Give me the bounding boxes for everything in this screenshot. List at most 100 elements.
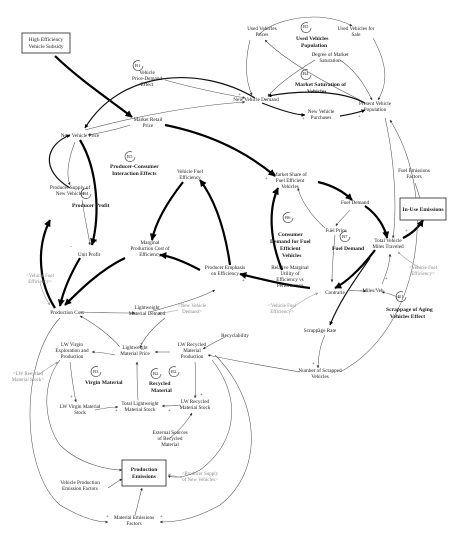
- svg-text:Vehicle Subsidy: Vehicle Subsidy: [29, 44, 64, 50]
- polarity-sign: -: [360, 289, 362, 294]
- svg-text:R2: R2: [171, 369, 177, 374]
- link-fuelprice-share: [297, 187, 326, 229]
- link-scrapped-recycled: [207, 354, 301, 373]
- svg-text:In-Use Emissions: In-Use Emissions: [402, 207, 444, 213]
- box-production-emissions: Production Emissions: [121, 459, 167, 487]
- svg-text:Vehicles: Vehicles: [307, 89, 327, 95]
- links: [29, 16, 424, 524]
- var-scrappage-rate: Scrappage Rate: [304, 328, 337, 334]
- link-lwprice-production: [79, 315, 121, 348]
- polarity-sign: +: [238, 93, 241, 98]
- link-contrarie-emphasis: [239, 272, 311, 290]
- box-in-use-emissions: In-Use Emissions: [399, 197, 447, 221]
- loop-b7: B7 Fuel Demand: [332, 231, 365, 252]
- link-recycledstock-total: [161, 404, 181, 408]
- link-subsidy-retail: [54, 55, 133, 118]
- link-lwprice-loop-top: [149, 289, 216, 313]
- polarity-sign: +: [312, 362, 315, 367]
- link-population-vmt: [384, 117, 396, 239]
- link-production-loop: [39, 219, 56, 309]
- loop-b5: B5 Used Vehicles Population: [296, 22, 329, 49]
- svg-text:Interaction Effects: Interaction Effects: [112, 171, 157, 177]
- polarity-sign: +: [345, 197, 348, 202]
- link-vpef-production: [107, 478, 123, 489]
- link-unitprofit-production: [57, 257, 81, 307]
- svg-text:Vehicles: Vehicles: [282, 253, 302, 259]
- svg-text:Efficient: Efficient: [280, 246, 301, 252]
- link-virgin-b3-loop: [46, 359, 123, 472]
- var-new-vehicle-demand: New Vehicle Demand: [233, 97, 279, 103]
- loop-b6: B6 Consumer Demand for Fuel Efficient Ve…: [270, 212, 311, 259]
- link-production-material-loop: [29, 317, 109, 524]
- link-ghost-vfe-left: [39, 282, 51, 306]
- link-price-supply: [67, 141, 76, 186]
- svg-text:Material: Material: [151, 388, 172, 394]
- link-recyclability-recycled: [202, 336, 226, 350]
- link-production-lwdemand: [79, 311, 136, 315]
- link-share-fueldemand: [317, 180, 353, 201]
- link-mpc-production: [64, 257, 126, 306]
- link-virginstock-total: [94, 405, 119, 411]
- svg-text:Virgin Material: Virgin Material: [85, 380, 123, 386]
- link-vmt-contrarie: [334, 249, 376, 289]
- link-usedprice-used-loop: [257, 16, 353, 37]
- link-fueldemand-vmt: [364, 205, 390, 239]
- polarity-sign: +: [302, 117, 305, 122]
- link-usedprice-demand: [246, 39, 253, 96]
- link-demand-purchases: [261, 102, 306, 117]
- var-fuel-demand: Fuel Demand: [341, 200, 369, 206]
- link-ghost-lw-recycled: [37, 361, 59, 376]
- svg-text:B4: B4: [83, 191, 89, 196]
- svg-text:Producer Profit: Producer Profit: [72, 203, 110, 209]
- loop-b1: B1: [132, 60, 144, 71]
- polarity-sign: +: [168, 409, 171, 414]
- loop-r2: R2: [168, 366, 180, 377]
- svg-text:Scrappage of Aging: Scrappage of Aging: [386, 307, 433, 313]
- polarity-sign: +: [58, 299, 61, 304]
- polarity-sign: +: [70, 395, 73, 400]
- polarity-sign: +: [115, 409, 118, 414]
- svg-text:Vehicles Effect: Vehicles Effect: [390, 314, 425, 320]
- loop-b4: B4 Producer Profit: [72, 188, 110, 209]
- link-lwprice-virgin: [91, 350, 116, 356]
- polarity-sign: +: [405, 229, 408, 234]
- svg-text:Emissions: Emissions: [132, 474, 157, 480]
- polarity-sign: -: [318, 327, 320, 332]
- link-supply-unitprofit: [81, 199, 91, 246]
- box-subsidy: High Efficiency Vehicle Subsidy: [21, 32, 71, 54]
- svg-text:B6: B6: [285, 215, 291, 220]
- link-emphasis-vfe: [199, 179, 232, 266]
- link-ghost-vfe-right: [397, 251, 421, 269]
- polarity-sign: -: [330, 227, 332, 232]
- polarity-sign: +: [140, 342, 143, 347]
- link-external-recycledstock: [169, 412, 193, 439]
- link-retail-share: [164, 123, 276, 177]
- svg-text:Market Saturation of: Market Saturation of: [295, 82, 346, 88]
- var-contrarie: Contrarie: [325, 290, 345, 296]
- svg-text:Consumer: Consumer: [278, 232, 303, 238]
- svg-text:Producer-Consumer: Producer-Consumer: [110, 164, 159, 170]
- link-recycled-b2-loop: [167, 359, 232, 479]
- loop-b4-top: B4 Market Saturation of Vehicles: [295, 69, 346, 95]
